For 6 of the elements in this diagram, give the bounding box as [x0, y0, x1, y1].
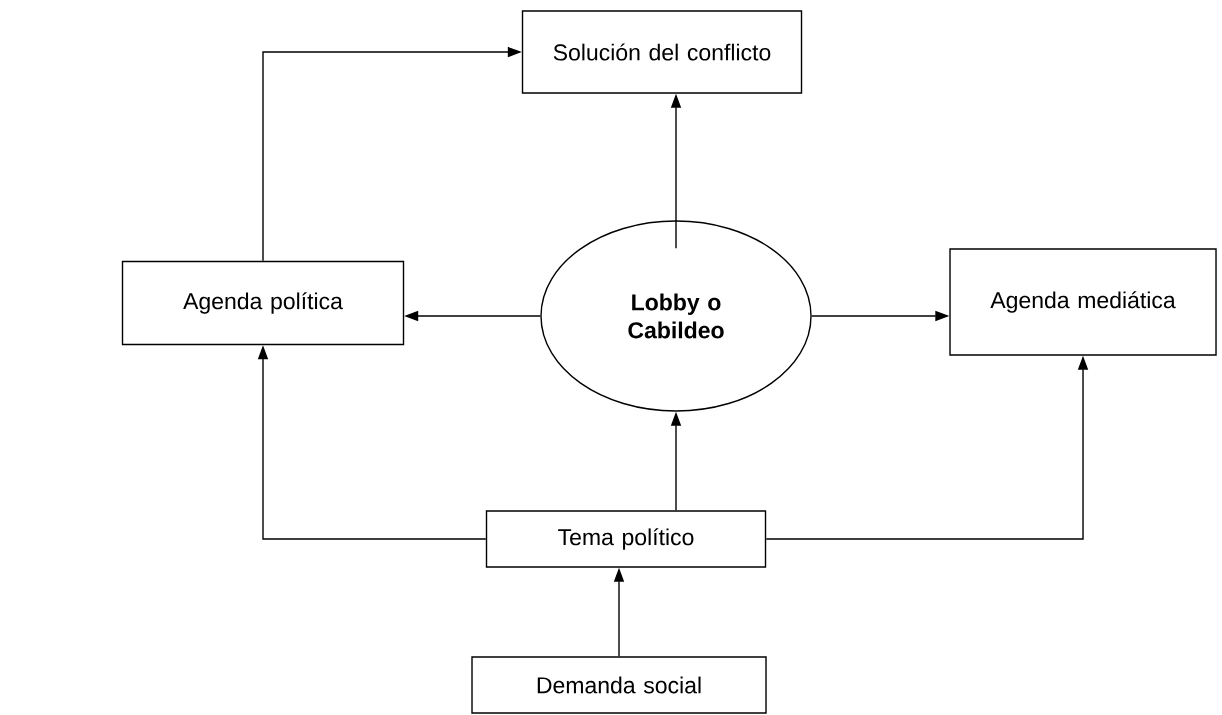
process-box: Agenda política [121, 260, 405, 346]
process-box: Agenda mediática [949, 248, 1217, 356]
process-box: Demanda social [471, 656, 767, 714]
process-box: Tema político [485, 510, 767, 568]
ellipse-node: Lobby o Cabildeo [540, 220, 812, 412]
process-box: Solución del conflicto [521, 10, 803, 94]
